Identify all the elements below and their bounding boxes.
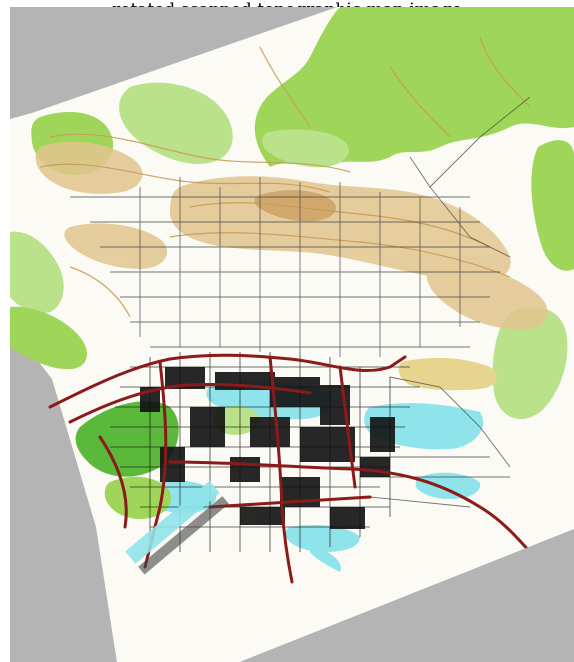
airfield (125, 480, 229, 575)
left-margin-strip (0, 7, 10, 662)
map-canvas[interactable] (10, 7, 574, 662)
tan-area (398, 357, 497, 391)
highways (48, 353, 532, 584)
valley-vegetation (75, 401, 261, 519)
map-content (10, 7, 574, 584)
map-viewport[interactable] (10, 7, 574, 662)
